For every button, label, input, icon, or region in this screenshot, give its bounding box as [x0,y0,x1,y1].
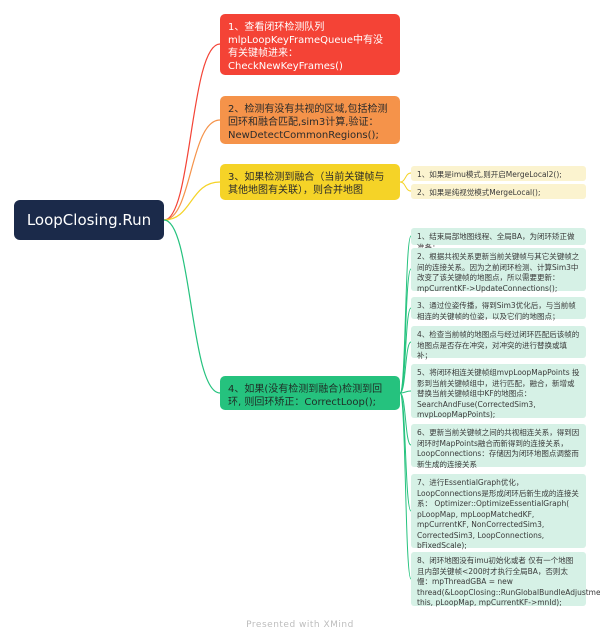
topic-correct-loop[interactable]: 4、如果(没有检测到融合)检测到回环, 则回环矫正：CorrectLoop(); [220,376,400,410]
subtopic-loop-step-5[interactable]: 5、将闭环相连关键帧组mvpLoopMapPoints 投影到当前关键帧组中，进… [411,364,586,419]
subtopic-loop-step-3[interactable]: 3、通过位姿传播，得到Sim3优化后，与当前帧相连的关键帧的位姿，以及它们的地图… [411,297,586,321]
link-root-branch4 [163,219,221,394]
root-topic[interactable]: LoopClosing.Run [14,200,164,240]
watermark: Presented with XMind [246,620,354,630]
subtopic-loop-step-2[interactable]: 2、根据共视关系更新当前关键帧与其它关键帧之间的连接关系。因为之前闭环检测、计算… [411,248,586,293]
topic-check-new-keyframes[interactable]: 1、查看闭环检测队列mlpLoopKeyFrameQueue中有没有关键帧进来：… [220,14,400,75]
link-branch3-merge2 [399,181,412,192]
subtopic-loop-step-6[interactable]: 6、更新当前关键帧之间的共视相连关系，得到因闭环时MapPoints融合而新得到… [411,424,586,469]
subtopic-merge-local[interactable]: 2、如果是纯视觉模式MergeLocal(); [411,184,586,199]
link-branch4-loop4 [399,341,412,394]
link-root-branch3 [163,181,221,221]
subtopic-loop-step-4[interactable]: 4、检查当前帧的地图点与经过闭环匹配后该帧的地图点是否存在冲突，对冲突的进行替换… [411,326,586,360]
link-branch4-loop8 [399,392,412,580]
link-root-branch1 [163,43,221,221]
link-root-branch2 [163,119,221,221]
subtopic-loop-step-1[interactable]: 1、结束局部地图线程、全局BA，为闭环矫正做准备； [411,228,586,252]
subtopic-loop-step-8[interactable]: 8、闭环地图没有imu初始化或者 仅有一个地图且内部关键帧<200时才执行全局B… [411,552,600,607]
subtopic-merge-local2[interactable]: 1、如果是imu模式,则开启MergeLocal2(); [411,166,586,181]
link-branch4-loop2 [399,268,412,394]
subtopic-loop-step-7[interactable]: 7、进行EssentialGraph优化，LoopConnections是形成闭… [411,474,586,550]
link-branch4-loop5 [399,390,412,394]
topic-merge-maps[interactable]: 3、如果检测到融合（当前关键帧与其他地图有关联），则合并地图 [220,164,400,200]
link-branch3-merge1 [399,172,412,183]
topic-detect-common-regions[interactable]: 2、检测有没有共视的区域,包括检测回环和融合匹配,sim3计算,验证：NewDe… [220,96,400,144]
